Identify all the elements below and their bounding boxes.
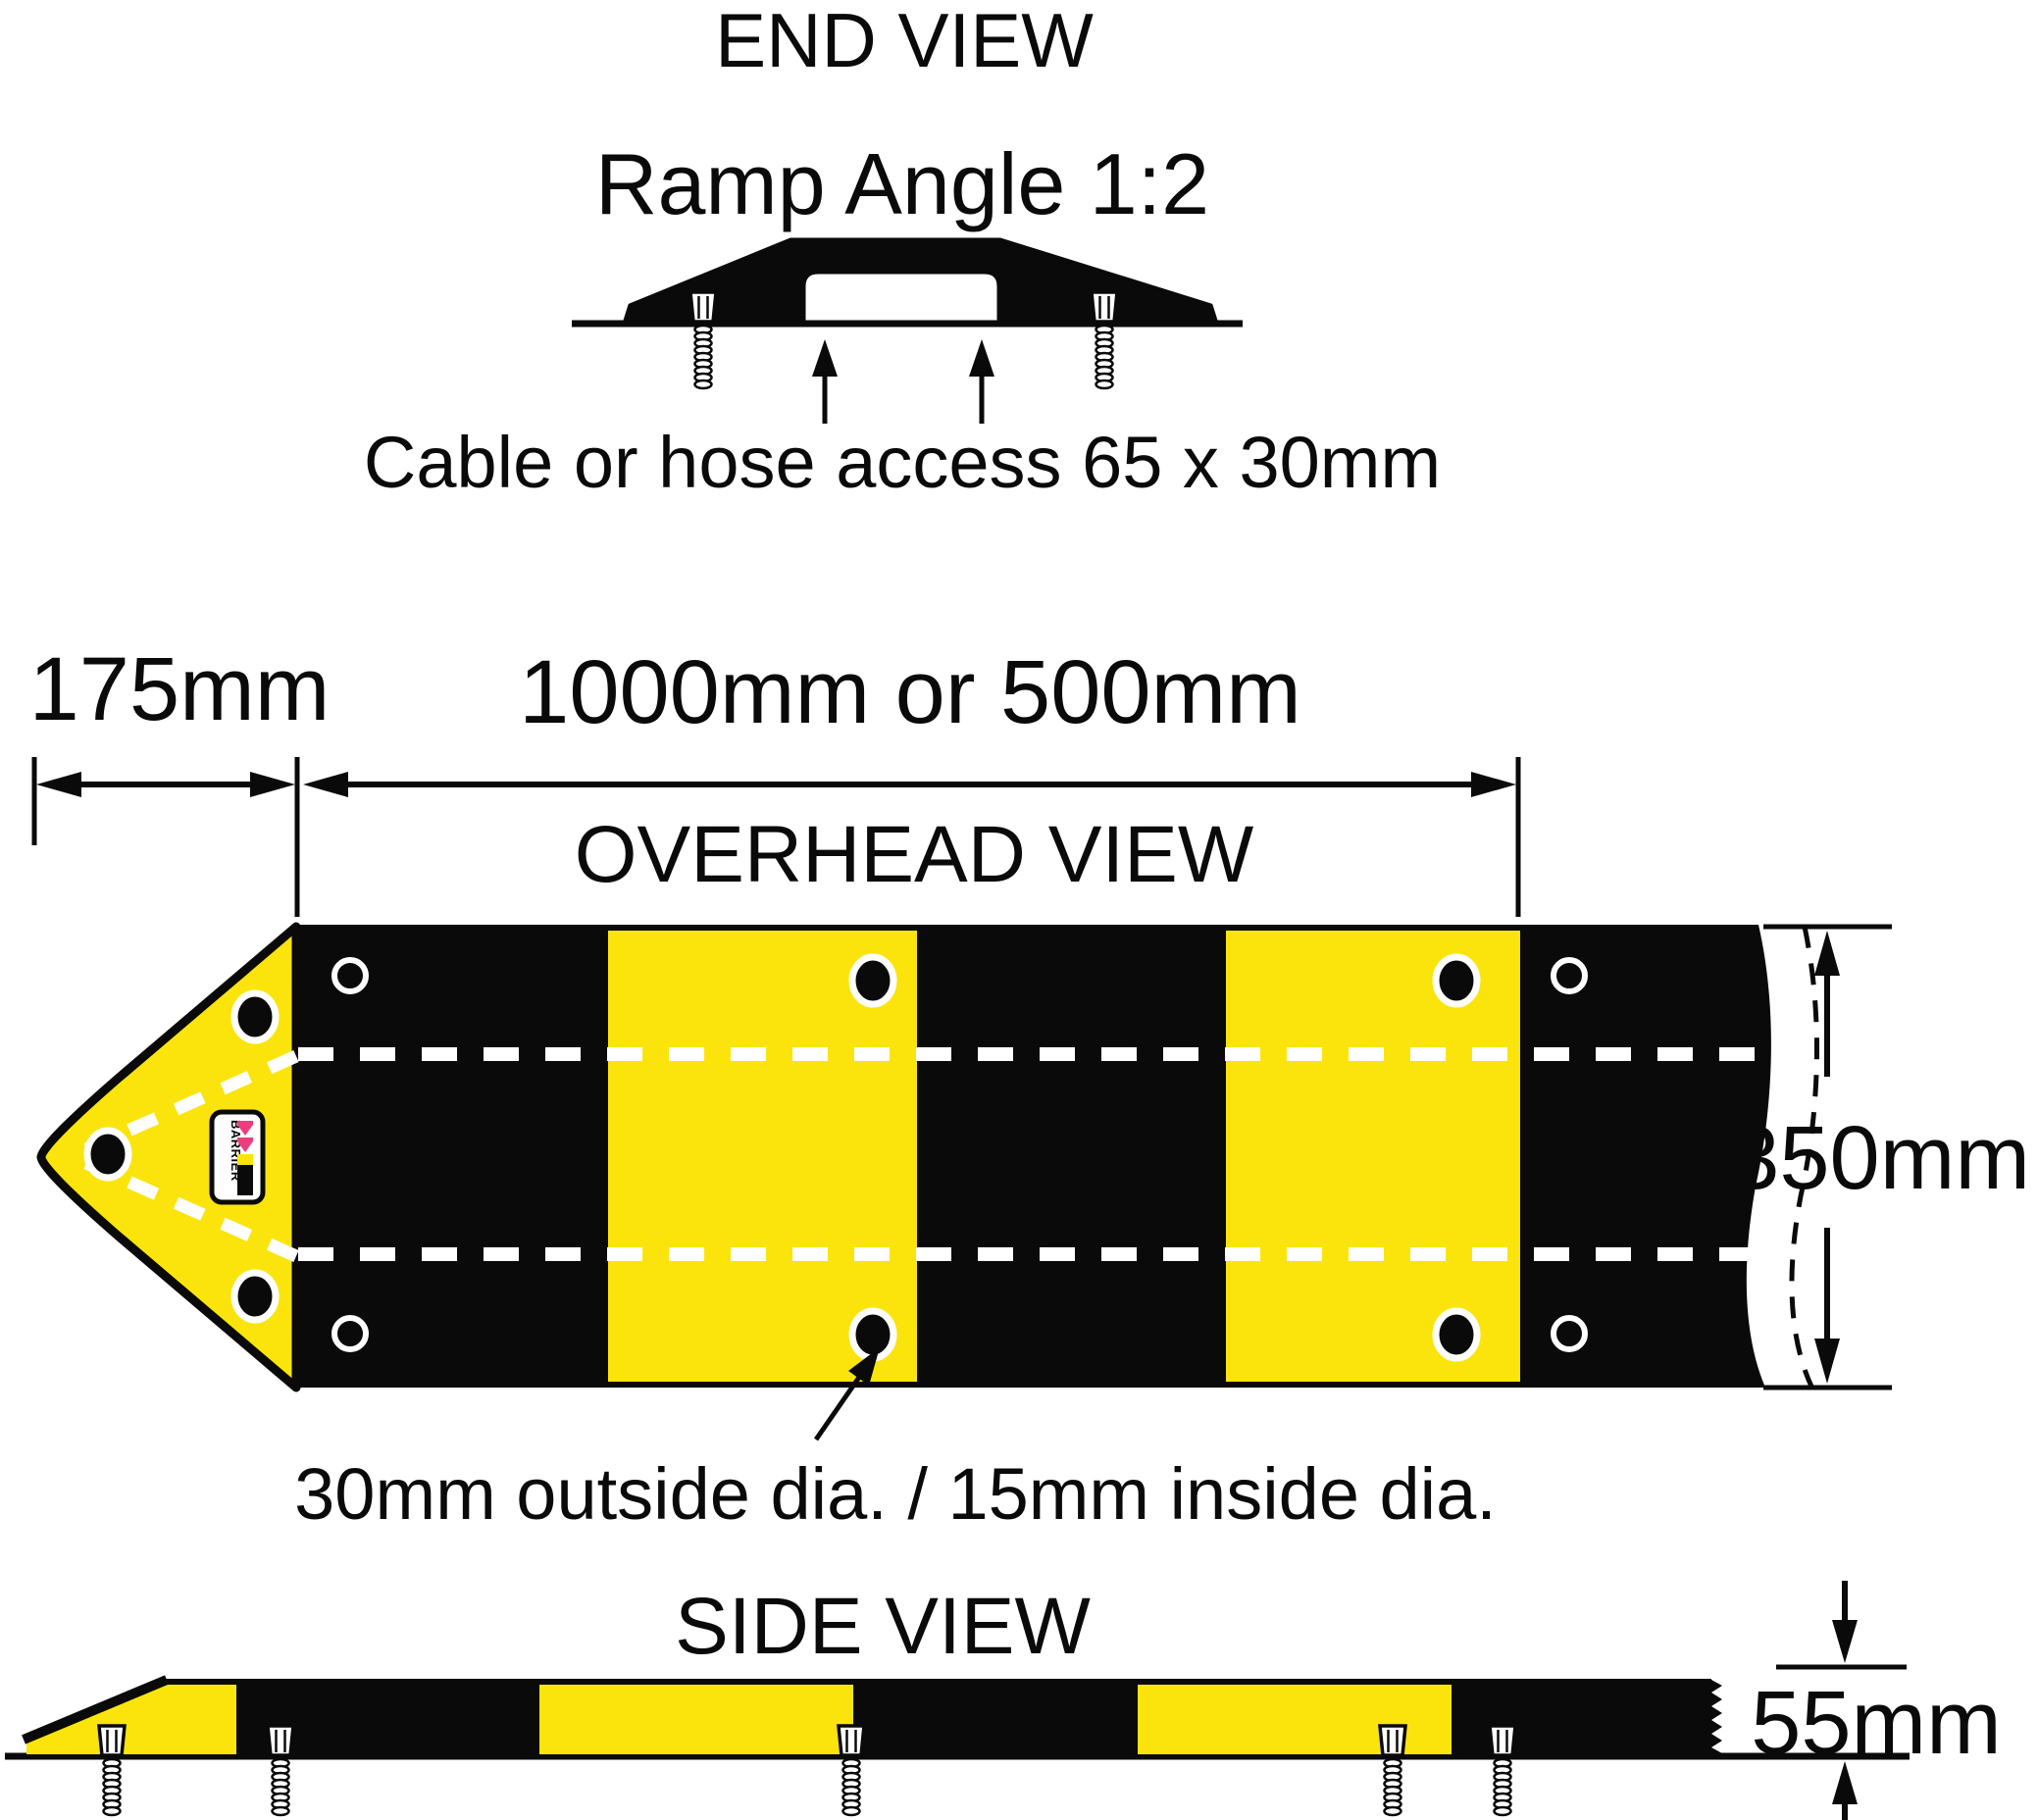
logo-black-block	[237, 1165, 253, 1195]
anchor-bolt-icon	[1488, 1724, 1517, 1817]
overhead-yellow-stripe	[1226, 931, 1520, 1382]
nose-chevron-dash-top	[83, 1050, 299, 1155]
mounting-hole	[230, 1269, 280, 1324]
anchor-bolt-icon	[1090, 290, 1119, 390]
pilot-hole	[1551, 957, 1588, 994]
end-view-anchor-bolts	[688, 290, 1119, 390]
logo-chevron-icon	[237, 1121, 253, 1136]
height-dimension-label: 55mm	[1751, 1673, 2002, 1773]
anchor-bolt-icon	[1378, 1724, 1407, 1817]
dimension-arrow-icon	[303, 772, 348, 797]
side-view: SIDE VIEW 55mm	[5, 1581, 2002, 1820]
side-nose-slope	[22, 1675, 169, 1744]
pilot-hole	[331, 957, 369, 994]
mounting-holes-large	[83, 953, 1481, 1362]
cable-access-label: Cable or hose access 65 x 30mm	[364, 422, 1441, 503]
mounting-hole	[1432, 1307, 1481, 1362]
anchor-bolt-icon	[688, 290, 718, 390]
height-dimension: 55mm	[1751, 1581, 2002, 1820]
anchor-bolt-icon	[837, 1724, 866, 1817]
mounting-hole	[230, 989, 280, 1044]
barrier-logo: BARRIER	[209, 1109, 266, 1205]
hole-size-note: 30mm outside dia. / 15mm inside dia.	[294, 1453, 1497, 1535]
side-yellow-stripe	[539, 1684, 853, 1754]
mounting-hole	[1432, 953, 1481, 1008]
dimension-arrow-icon	[1832, 1620, 1858, 1663]
annotation-arrow-icon	[848, 1347, 880, 1386]
mounting-holes-small	[331, 957, 1588, 1352]
overhead-view-title: OVERHEAD VIEW	[575, 810, 1254, 899]
side-black-stripe	[853, 1680, 1138, 1756]
logo-chevron-icon	[237, 1138, 253, 1152]
side-view-title: SIDE VIEW	[675, 1582, 1091, 1671]
nose-length-dimension: 175mm	[29, 639, 331, 739]
mounting-hole	[83, 1127, 132, 1182]
channel-arrow-right-icon	[969, 339, 994, 424]
mounting-hole	[848, 1307, 897, 1362]
overhead-view: BARRIER 350mm 30mm outside dia. / 15mm i…	[36, 922, 2030, 1535]
overhead-dimensions: 175mm 1000mm or 500mm OVERHEAD VIEW	[29, 639, 1521, 917]
dimension-arrow-icon	[250, 772, 295, 797]
pilot-hole	[1551, 1315, 1588, 1352]
side-break-edge	[1711, 1680, 1722, 1756]
width-dimension: 350mm	[1729, 924, 2030, 1390]
side-view-anchor-bolts	[97, 1724, 1517, 1817]
width-dimension-label: 350mm	[1729, 1108, 2030, 1208]
dimension-arrow-icon	[36, 772, 81, 797]
nose-chevron-dash-bottom	[83, 1157, 299, 1262]
logo-yellow-block	[237, 1154, 253, 1165]
overhead-body	[294, 925, 1771, 1388]
mounting-hole	[848, 953, 897, 1008]
end-view-ramp-profile	[622, 237, 1219, 326]
dimension-arrow-icon	[1814, 931, 1840, 976]
hole-annotation: 30mm outside dia. / 15mm inside dia.	[294, 1347, 1497, 1535]
end-view: END VIEW Ramp Angle 1:2 Cable or hose ac…	[364, 0, 1441, 503]
overhead-nose	[36, 922, 301, 1392]
channel-arrow-left-icon	[812, 339, 838, 424]
annotation-arrow-line	[813, 1374, 863, 1441]
side-nose-wedge	[26, 1680, 236, 1754]
dimension-arrow-icon	[1471, 772, 1516, 797]
anchor-bolt-icon	[97, 1724, 127, 1817]
module-length-dimension: 1000mm or 500mm	[519, 642, 1301, 742]
dimension-arrow-icon	[1832, 1761, 1858, 1804]
anchor-bolt-icon	[266, 1724, 295, 1817]
ramp-angle-label: Ramp Angle 1:2	[595, 135, 1209, 232]
overhead-break-line	[1789, 926, 1819, 1390]
dimension-arrow-icon	[1814, 1339, 1840, 1384]
end-view-title: END VIEW	[715, 0, 1094, 83]
pilot-hole	[331, 1315, 369, 1352]
